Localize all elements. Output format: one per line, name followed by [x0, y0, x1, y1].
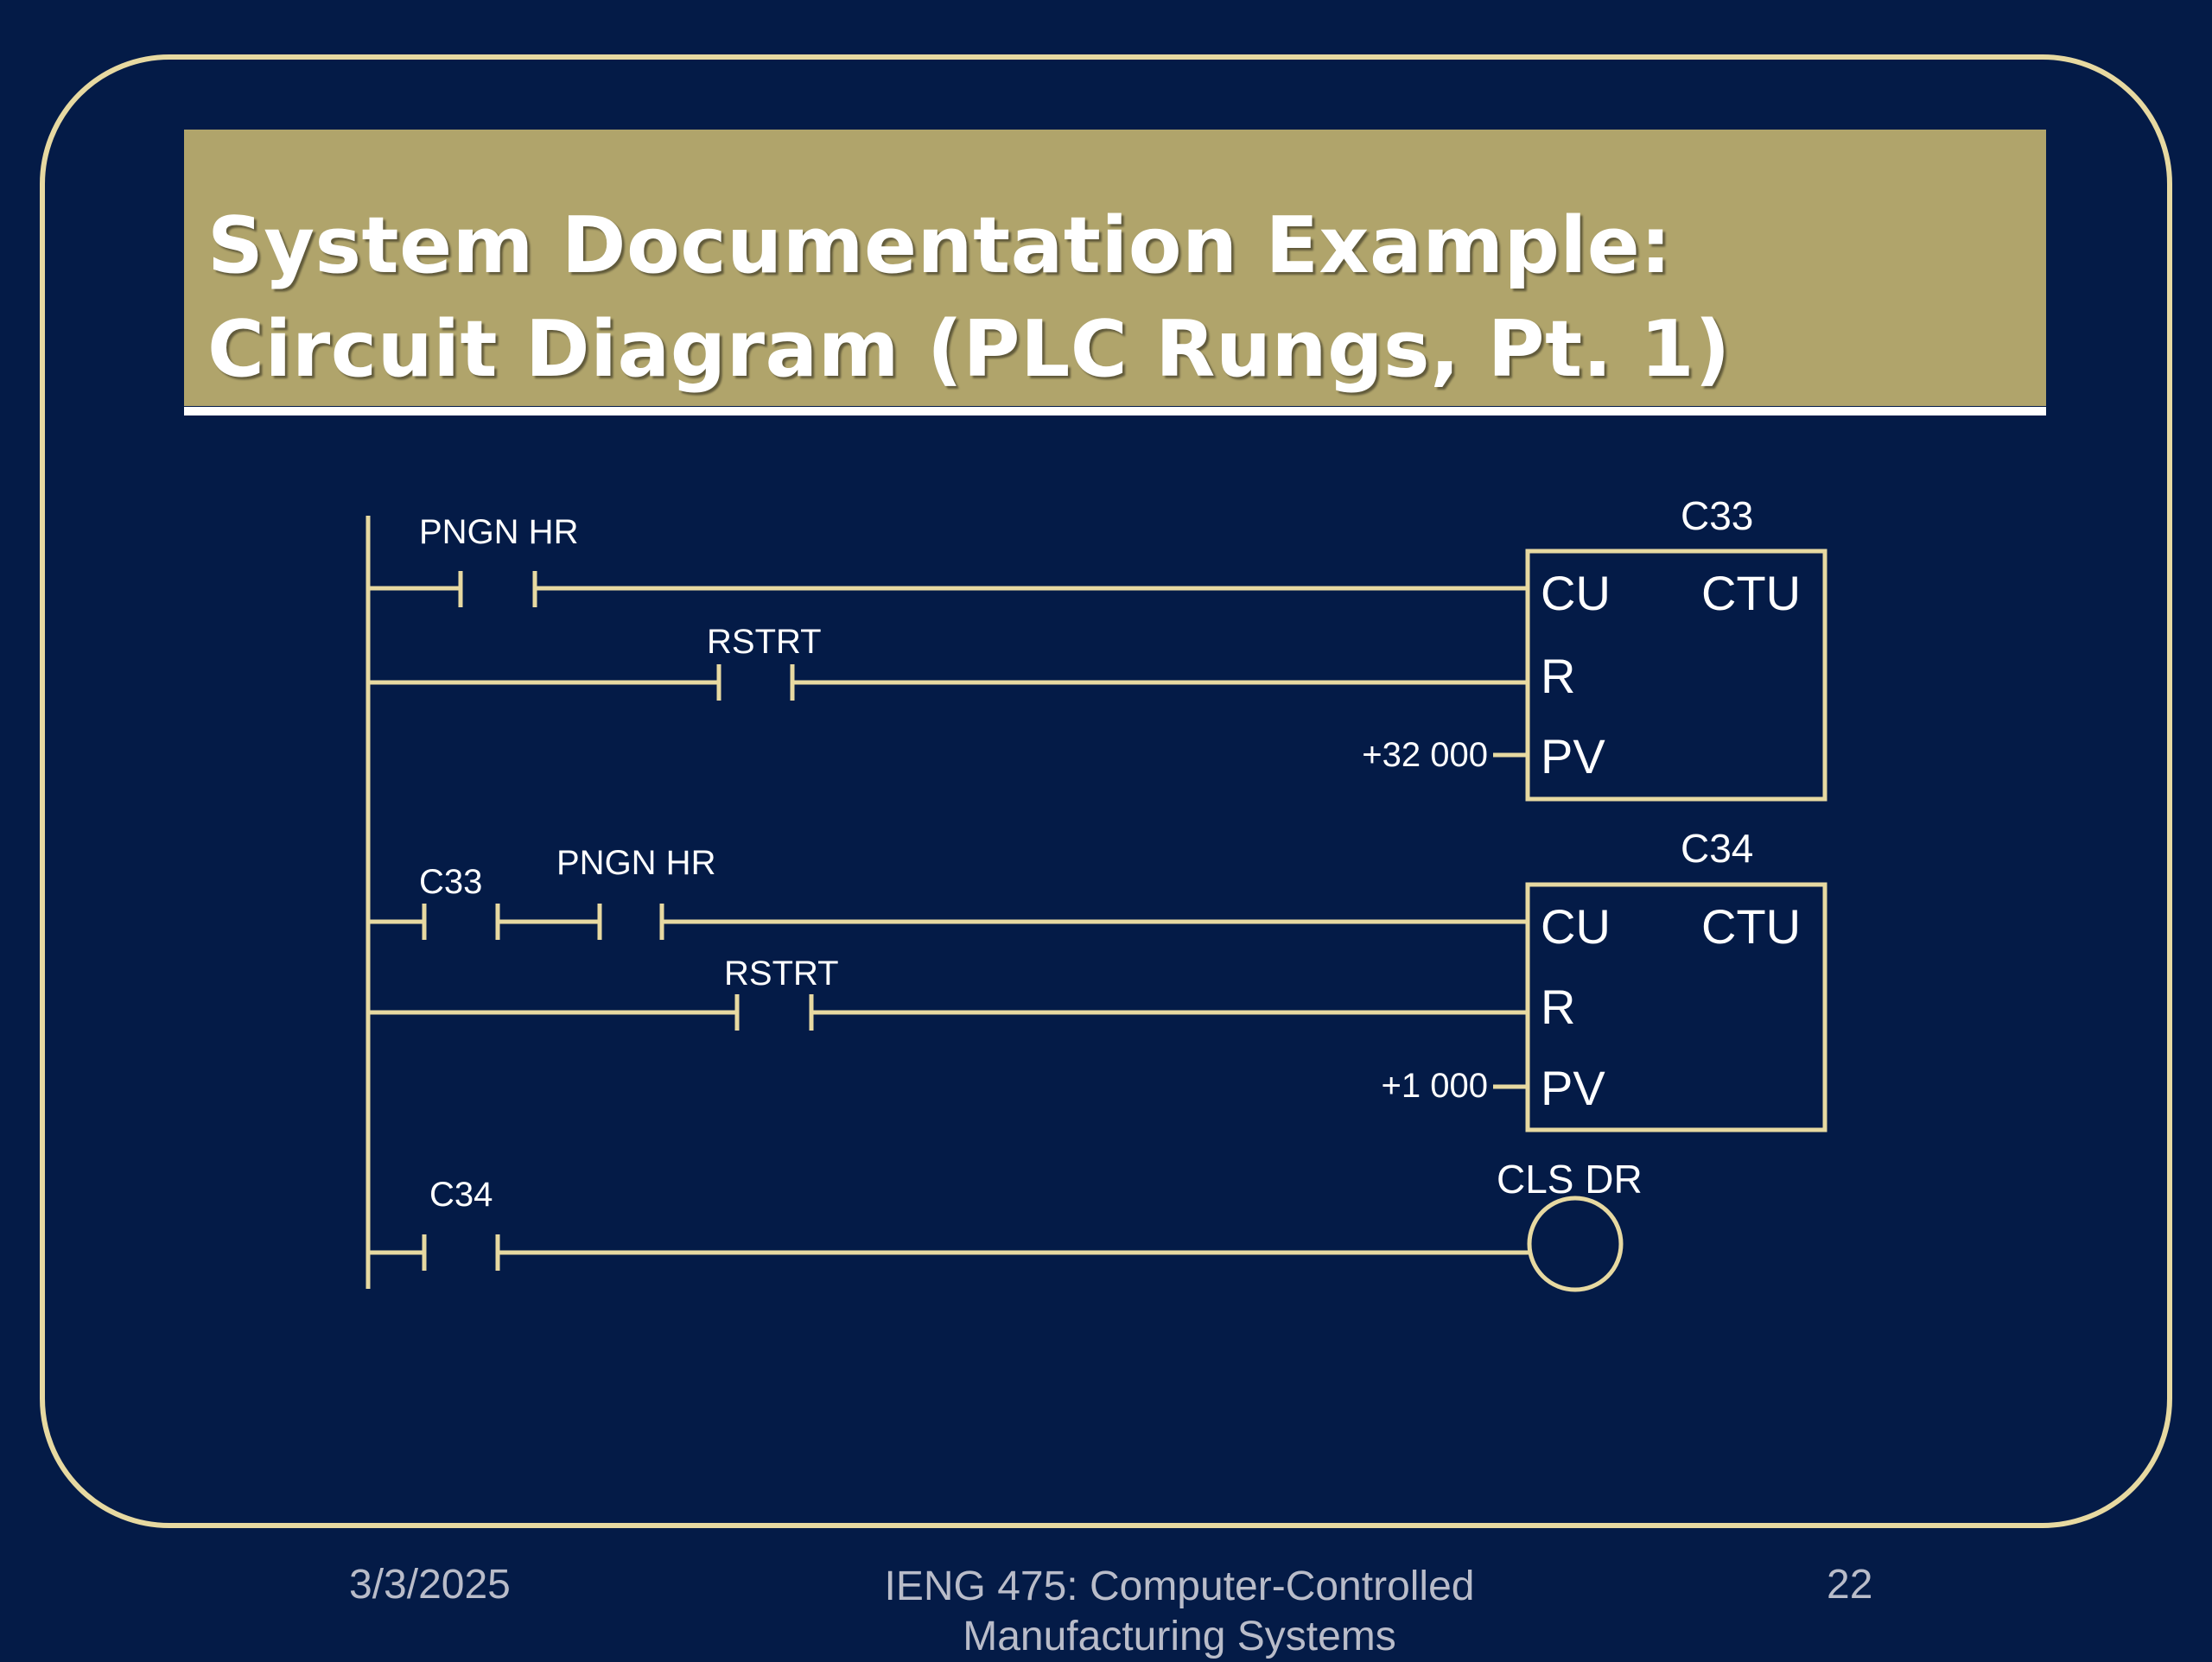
title-bar: [184, 130, 2046, 406]
slide-frame: [40, 54, 2172, 1528]
output-coil-cls-dr: [1527, 1196, 1624, 1292]
footer-page-number: 22: [1827, 1562, 1873, 1608]
rung1-preset-value: +32 000: [1362, 736, 1488, 774]
rung1-contact-label: PNGN HR: [419, 513, 578, 551]
rung2-contact2-label: PNGN HR: [556, 844, 715, 882]
rung2-reset-label: RSTRT: [724, 955, 839, 993]
rung2-preset-value: +1 000: [1382, 1067, 1488, 1105]
footer-date: 3/3/2025: [349, 1562, 511, 1608]
rung2-contact1-label: C33: [419, 863, 482, 901]
rung3-contact-label: C34: [429, 1176, 493, 1214]
counter-c33-r-label: R: [1541, 649, 1575, 703]
title-underline: [184, 407, 2046, 416]
counter-c33-ctu-label: CTU: [1701, 566, 1801, 620]
counter-c34-pv-label: PV: [1541, 1061, 1605, 1115]
counter-c34-r-label: R: [1541, 980, 1575, 1034]
footer-course-line2: Manufacturing Systems: [963, 1614, 1396, 1659]
footer-course-title: IENG 475: Computer-Controlled Manufactur…: [864, 1562, 1495, 1662]
counter-c34-label: C34: [1681, 826, 1753, 871]
output-coil-label: CLS DR: [1497, 1157, 1643, 1202]
slide-title: System Documentation Example: Circuit Di…: [207, 194, 1731, 402]
counter-c33-cu-label: CU: [1541, 566, 1611, 620]
counter-c34-ctu-label: CTU: [1701, 899, 1801, 954]
counter-c33-box: [1525, 549, 1827, 802]
slide-title-line1: System Documentation Example:: [207, 200, 1672, 291]
counter-c33-pv-label: PV: [1541, 729, 1605, 783]
rung1-reset-label: RSTRT: [707, 623, 822, 661]
counter-c34-cu-label: CU: [1541, 899, 1611, 954]
counter-c34-box: [1525, 882, 1827, 1132]
footer-course-line1: IENG 475: Computer-Controlled: [884, 1564, 1475, 1609]
slide-title-line2: Circuit Diagram (PLC Rungs, Pt. 1): [207, 304, 1731, 395]
counter-c33-label: C33: [1681, 493, 1753, 538]
